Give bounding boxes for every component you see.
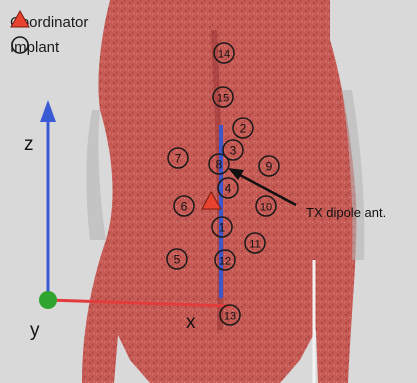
implant-number: 15 — [217, 93, 229, 105]
implant-number: 2 — [240, 122, 247, 136]
implant-number: 12 — [219, 256, 231, 268]
x-axis-label: x — [186, 312, 196, 333]
y-axis-label: y — [30, 320, 40, 341]
implant-number: 4 — [225, 182, 232, 196]
z-axis-arrowhead — [40, 100, 56, 122]
implant-number: 13 — [224, 311, 236, 323]
annotation-text: TX dipole ant. — [306, 205, 386, 220]
implant-number: 9 — [266, 160, 273, 174]
implant-legend-icon — [10, 35, 30, 55]
left-arm-gap — [86, 110, 106, 240]
y-axis-origin — [39, 291, 57, 309]
implant-number: 11 — [249, 239, 260, 251]
z-axis-label: z — [24, 134, 34, 155]
implant-number: 10 — [260, 202, 272, 214]
legend-implant: Implant — [10, 35, 59, 59]
implant-number: 7 — [175, 152, 182, 166]
implant-number: 8 — [216, 158, 223, 172]
implant-number: 6 — [181, 200, 188, 214]
implant-number: 14 — [218, 49, 230, 61]
coordinator-legend-icon — [10, 10, 30, 28]
legend-coordinator: Coordinator — [10, 10, 88, 34]
implant-number: 5 — [174, 253, 181, 267]
implant-number: 1 — [219, 221, 226, 235]
implant-number: 3 — [230, 144, 237, 158]
